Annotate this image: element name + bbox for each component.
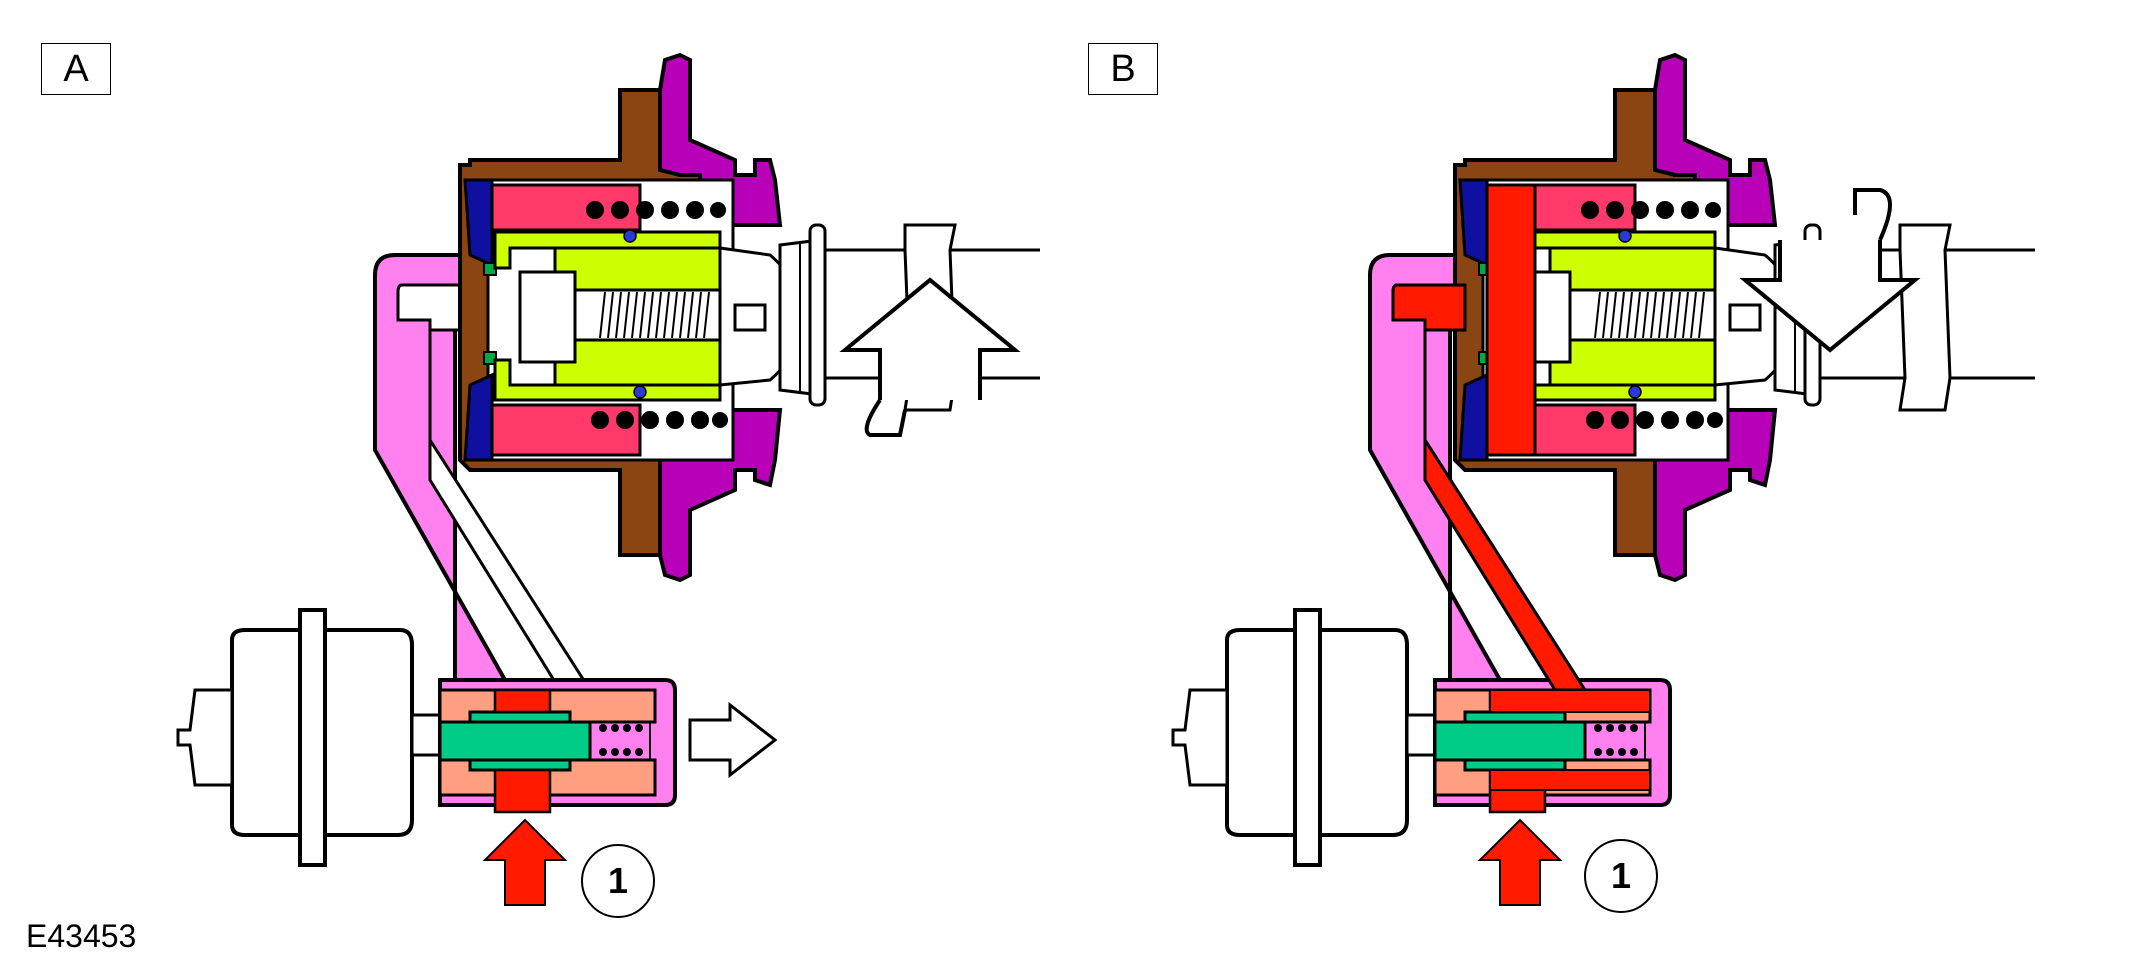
panel-b-pressurised-channel (1391, 283, 1588, 692)
panel-b-drawing (1171, 53, 2037, 907)
panel-b-pressurised-valve (1489, 689, 1651, 791)
panel-a-rotation-icon (864, 398, 907, 437)
panel-b-rotation-icon (1853, 188, 1892, 241)
reference-code: E43453 (26, 918, 137, 954)
panel-b-down-arrow-icon (1739, 240, 1921, 353)
panel-b-pressurised-chamber (1485, 183, 1537, 457)
callout-1-panel-a: 1 (581, 844, 655, 918)
callout-1-panel-b: 1 (1584, 839, 1658, 913)
panel-label-b: B (1088, 43, 1158, 95)
panel-a-drawing (176, 53, 1042, 907)
panel-a-up-arrow-icon (839, 277, 1021, 400)
panel-a-outflow-arrow-icon (688, 701, 778, 779)
panel-label-a: A (41, 43, 111, 95)
